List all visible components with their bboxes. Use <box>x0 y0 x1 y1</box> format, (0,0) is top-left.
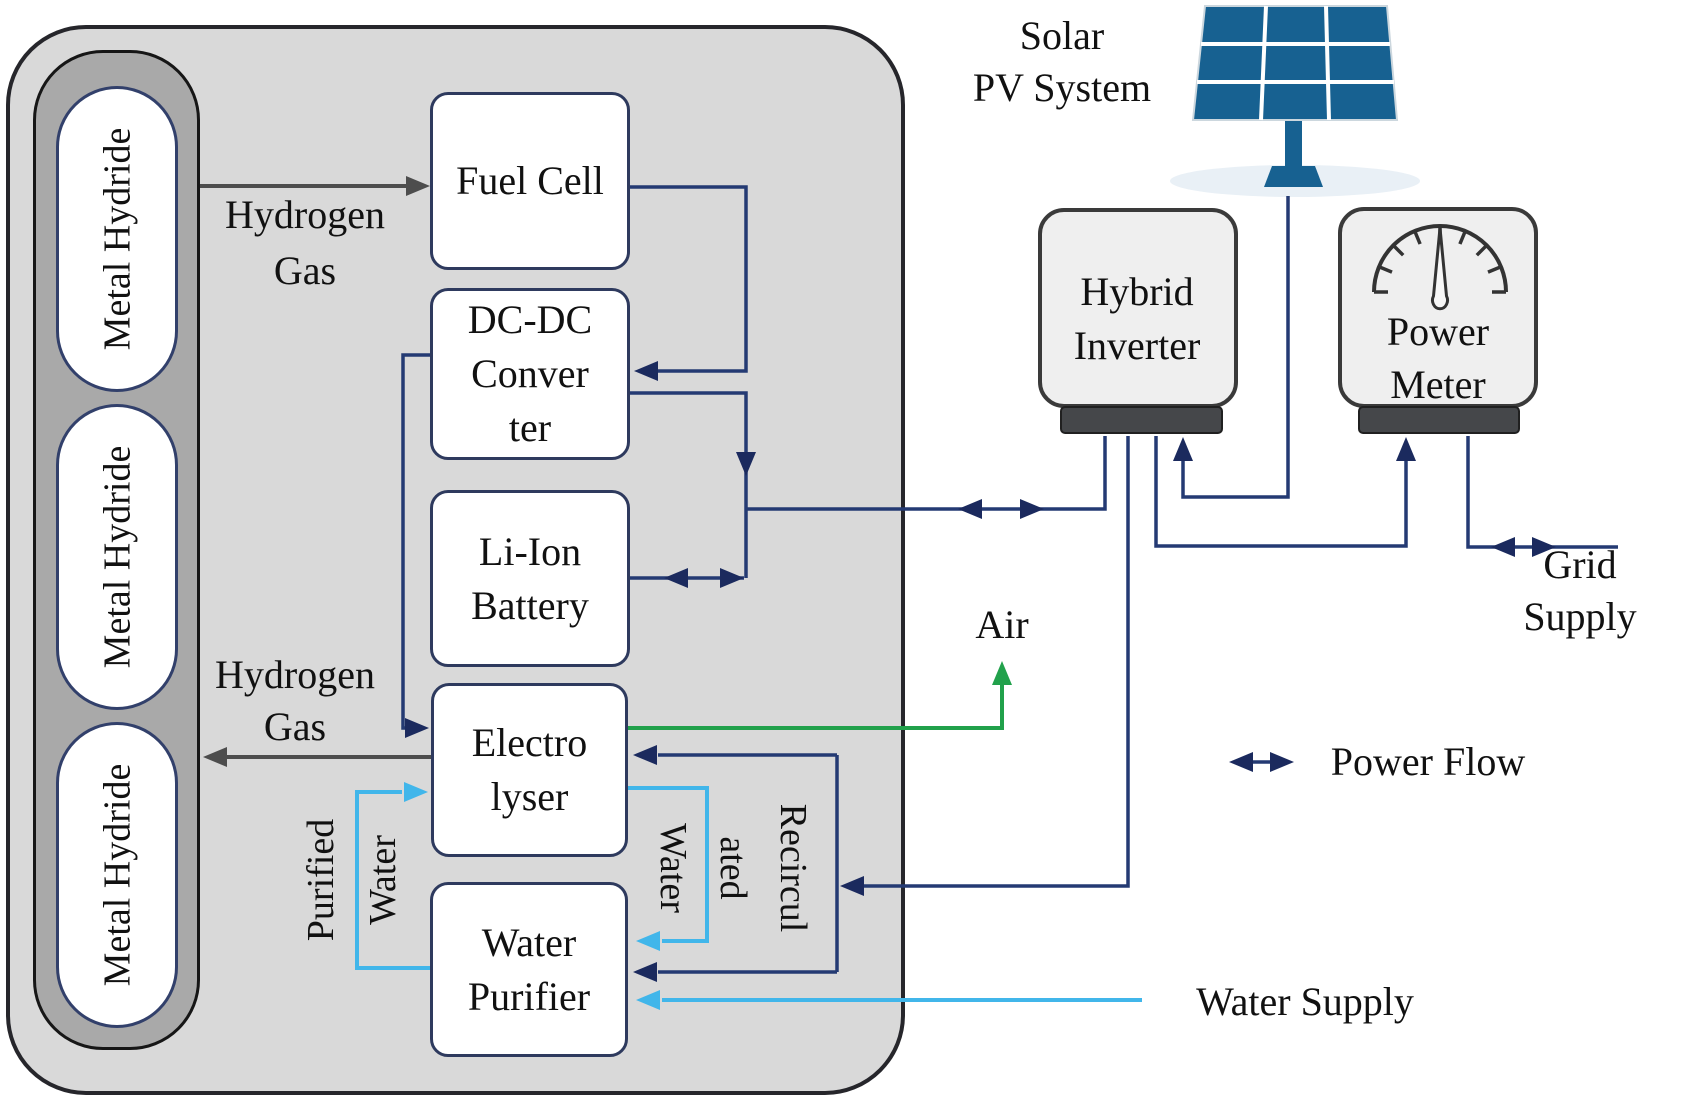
dc-dc-converter-label: DC-DC Conver ter <box>467 297 593 450</box>
hydrogen-gas-label-top: Hydrogen Gas <box>225 192 385 293</box>
purified-water-label: Purified Water <box>300 818 404 942</box>
hybrid-inverter-label: Hybrid Inverter <box>1073 269 1201 368</box>
metal-hydride-tank-1: Metal Hydride <box>56 86 178 392</box>
electrolyser-box: Electro lyser <box>431 683 628 857</box>
li-ion-battery-label: Li-Ion Battery <box>471 528 589 628</box>
power-flow-legend-label: Power Flow <box>1330 739 1526 784</box>
power-meter-base <box>1358 406 1520 434</box>
power-meter-label: Power Meter <box>1386 309 1490 407</box>
hydrogen-gas-label-bottom: Hydrogen Gas <box>215 652 375 749</box>
water-flow-lines <box>355 782 1142 1010</box>
power-meter-gauge-icon <box>1372 224 1508 311</box>
dc-dc-converter-box: DC-DC Conver ter <box>430 288 630 460</box>
power-flow-lines <box>401 185 1618 974</box>
electrolyser-label: Electro lyser <box>471 720 588 819</box>
water-purifier-label: Water Purifier <box>467 919 591 1019</box>
solar-panel-icon <box>1191 5 1399 187</box>
air-label: Air <box>975 602 1029 647</box>
recirculated-water-label: Recircul ated Water <box>652 803 814 933</box>
fuel-cell-label: Fuel Cell <box>456 158 604 203</box>
air-flow-line <box>628 661 1012 730</box>
solar-pv-system-label: Solar PV System <box>972 13 1152 110</box>
metal-hydride-tank-3: Metal Hydride <box>56 722 178 1028</box>
water-purifier-box: Water Purifier <box>430 882 628 1057</box>
hybrid-inverter-box <box>1038 208 1238 408</box>
hybrid-inverter-base <box>1060 406 1223 434</box>
power-arrowheads <box>405 361 1556 982</box>
fuel-cell-box: Fuel Cell <box>430 92 630 270</box>
hydrogen-gas-flow-lines <box>200 176 431 767</box>
grid-supply-label: Grid Supply <box>1523 542 1637 639</box>
water-supply-label: Water Supply <box>1196 979 1414 1024</box>
li-ion-battery-box: Li-Ion Battery <box>430 490 630 667</box>
metal-hydride-tank-2: Metal Hydride <box>56 404 178 710</box>
